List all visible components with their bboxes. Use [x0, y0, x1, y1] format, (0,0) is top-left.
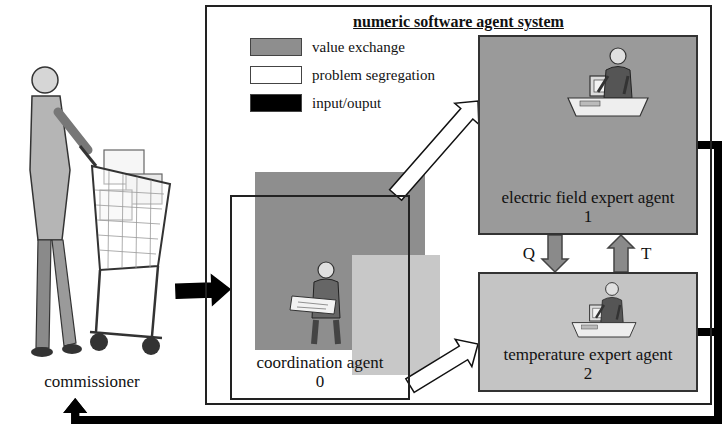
expert-agent-box: temperature expert agent 2	[478, 272, 698, 392]
commissioner-figure	[30, 67, 170, 357]
commissioner-figure	[150, 180, 151, 268]
node-label: commissioner	[44, 372, 139, 392]
commissioner-figure	[30, 96, 70, 240]
coordinator-icon	[314, 320, 338, 344]
commissioner-figure	[126, 174, 162, 204]
segregation-arrow	[390, 101, 479, 200]
commissioner-figure	[90, 266, 162, 338]
coordinator-icon	[297, 302, 328, 309]
exchange-arrow	[608, 235, 634, 272]
agent-icon	[572, 283, 636, 337]
exchange-arrow	[542, 235, 568, 272]
commissioner-figure	[31, 347, 53, 357]
segregation-arrow	[406, 339, 478, 392]
coordinator-icon	[290, 262, 340, 344]
node-label: coordination agent 0	[255, 353, 385, 392]
system-boundary: numeric software agent system coordinatio…	[205, 5, 712, 405]
legend-label: problem segregation	[312, 66, 435, 84]
legend-swatch	[250, 94, 302, 112]
legend-swatch	[250, 66, 302, 84]
legend-label: input/ouput	[312, 94, 381, 112]
system-title: numeric software agent system	[353, 13, 564, 31]
commissioner-figure	[142, 337, 160, 355]
commissioner-figure	[96, 205, 162, 209]
node-label: temperature expert agent 2	[498, 345, 678, 384]
agent-icon	[568, 48, 648, 116]
expert-agent-box: electric field expert agent 1	[478, 35, 698, 235]
commissioner-figure	[95, 171, 164, 268]
commissioner-figure	[108, 171, 109, 268]
exchange-arrow	[608, 235, 634, 272]
coordination-agent-box: coordination agent 0	[230, 195, 410, 400]
segregation-arrow	[406, 339, 478, 392]
coordinator-icon	[312, 279, 340, 318]
commissioner-figure	[99, 250, 156, 254]
legend-swatch	[250, 38, 302, 56]
commissioner-figure	[32, 67, 58, 93]
node-label: electric field expert agent 1	[498, 188, 678, 227]
commissioner-figure	[36, 240, 51, 348]
commissioner-figure	[92, 166, 170, 270]
commissioner-figure	[100, 190, 132, 220]
arrowhead	[63, 398, 87, 413]
commissioner-figure	[62, 344, 82, 354]
coordinator-icon	[318, 262, 334, 278]
commissioner-figure	[52, 240, 76, 346]
commissioner-figure	[98, 235, 158, 239]
flow-quantity: T	[639, 244, 653, 264]
commissioner-figure	[90, 333, 108, 351]
commissioner-figure	[80, 146, 96, 166]
input-arrow	[176, 275, 230, 305]
exchange-arrow	[542, 235, 568, 272]
segregation-arrow	[390, 101, 479, 200]
arrowhead	[63, 398, 87, 413]
commissioner-figure	[136, 177, 137, 268]
commissioner-figure: commissioner	[8, 30, 176, 398]
commissioner-figure	[122, 174, 123, 268]
flow-quantity: Q	[521, 244, 537, 264]
coordinator-icon	[290, 296, 336, 314]
commissioner-figure	[97, 220, 160, 224]
legend-label: value exchange	[312, 38, 405, 56]
commissioner-figure	[104, 150, 144, 184]
agent-icon	[572, 283, 636, 337]
commissioner-figure	[58, 112, 88, 150]
input-arrow	[176, 275, 230, 305]
agent-icon	[568, 48, 648, 116]
commissioner-figure	[95, 190, 164, 194]
